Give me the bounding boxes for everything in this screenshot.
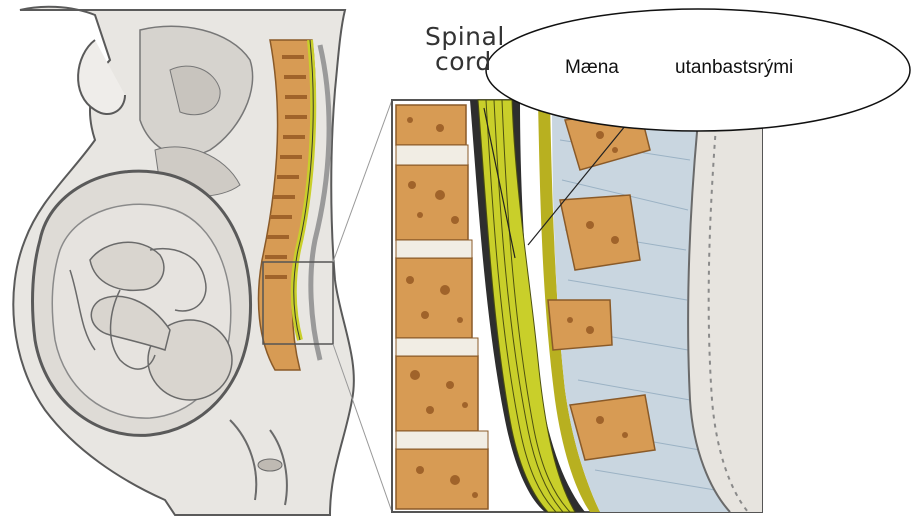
magnified-inset-panel	[392, 100, 762, 512]
connector-line-top	[333, 100, 392, 262]
spinal-cord-label: Spinal cord	[425, 24, 505, 74]
callout-label-maena: Mæna	[565, 57, 619, 79]
callout-label-utanbastsrymi: utanbastsrými	[675, 57, 793, 79]
spinal-cord-label-line2: cord	[435, 49, 505, 74]
